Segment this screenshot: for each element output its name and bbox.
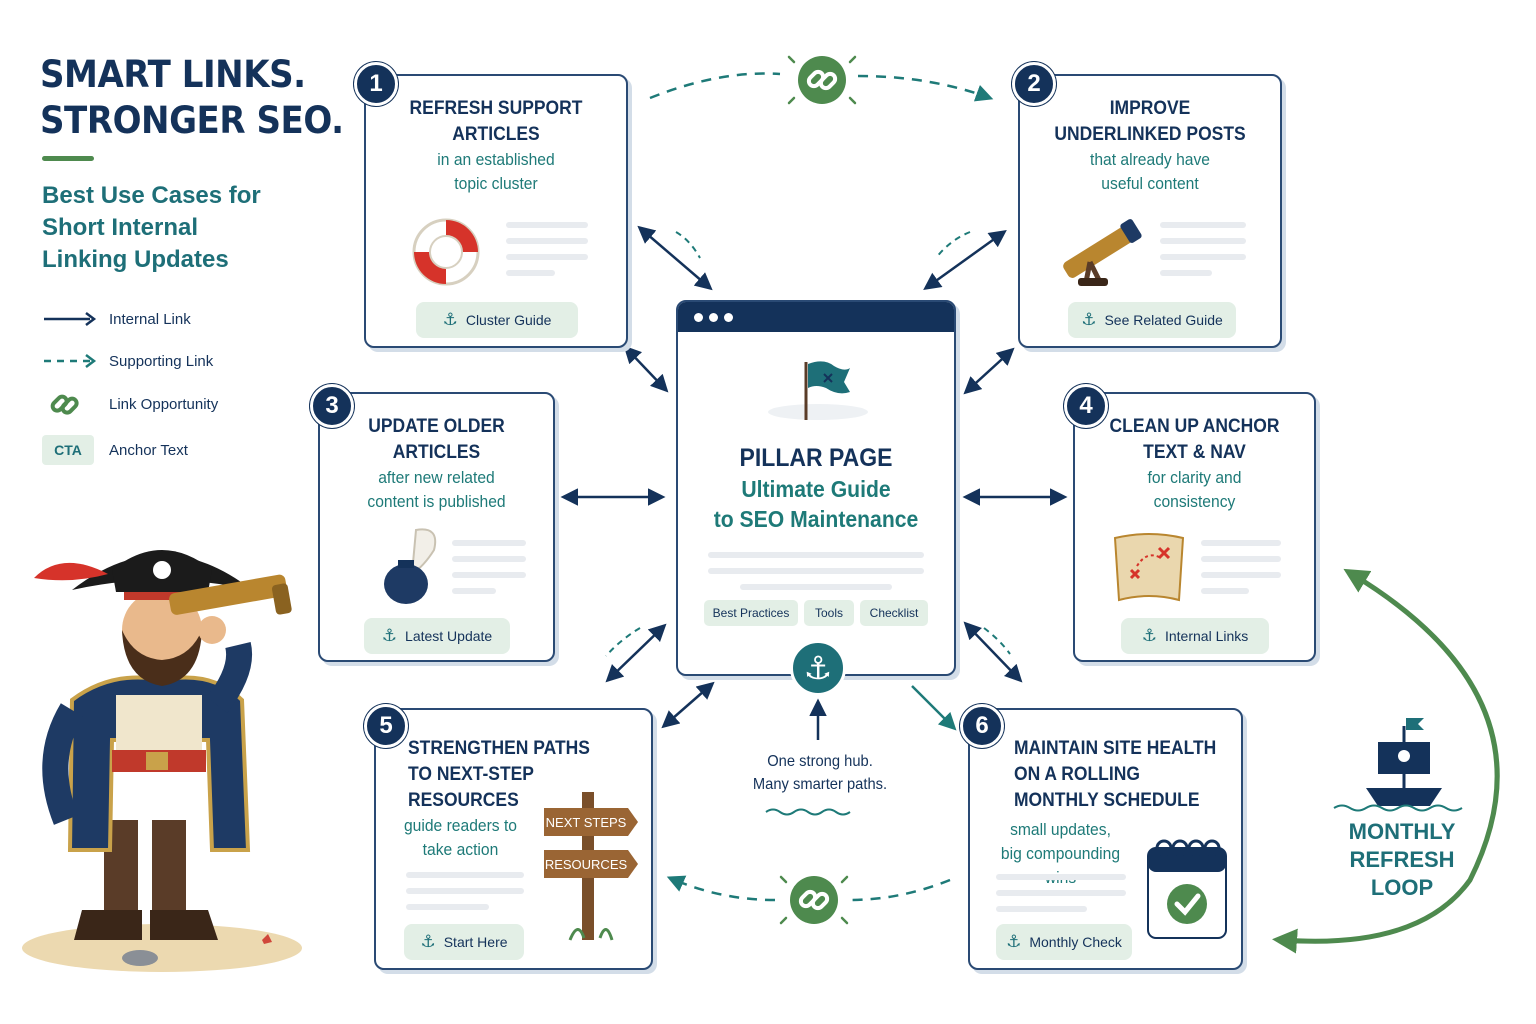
life-ring-icon — [412, 218, 480, 286]
pirate-captain-icon — [22, 550, 302, 972]
sign-resources: RESOURCES — [545, 857, 628, 872]
card-6-description: small updates, big compounding wins — [1000, 820, 1121, 887]
card-3-number-badge: 3 — [310, 384, 354, 428]
headline-line1: SMART LINKS. — [40, 53, 306, 96]
headline-line2: STRONGER SEO. — [40, 99, 344, 142]
card-5-description: guide readers to take action — [403, 816, 518, 859]
card-4-title: CLEAN UP ANCHOR TEXT & NAV — [1109, 416, 1280, 463]
telescope-icon — [1063, 219, 1142, 286]
internal-link-arrow — [637, 225, 713, 291]
legend-supporting-link-label: Supporting Link — [109, 352, 214, 370]
supporting-link-top-right — [857, 74, 994, 102]
internal-link-arrow — [661, 681, 715, 729]
window-dot — [694, 313, 703, 322]
calendar-check-icon — [1147, 839, 1227, 939]
anchor-icon: ⚓ — [420, 932, 436, 951]
sign-next-steps: NEXT STEPS — [546, 815, 627, 830]
subtitle: Best Use Cases for Short Internal Linkin… — [42, 182, 261, 273]
link-opportunity-icon — [787, 55, 857, 105]
card-update-older-articles: UPDATE OLDER ARTICLES after new related … — [318, 392, 555, 662]
supporting-link-bottom-right — [849, 878, 951, 902]
see-related-guide-button[interactable]: ⚓See Related Guide — [1068, 302, 1236, 338]
card-improve-underlinked-posts: IMPROVE UNDERLINKED POSTS that already h… — [1018, 74, 1282, 348]
flag-icon — [768, 361, 868, 420]
card-clean-up-anchor-text: CLEAN UP ANCHOR TEXT & NAV for clarity a… — [1073, 392, 1316, 662]
card-4-number-badge: 4 — [1064, 384, 1108, 428]
anchor-icon: ⚓ — [790, 640, 846, 696]
card-1-title: REFRESH SUPPORT ARTICLES — [409, 98, 583, 145]
hub-caption: One strong hub. Many smarter paths. — [752, 753, 888, 793]
tag-checklist[interactable]: Checklist — [860, 600, 928, 626]
pillar-subtitle-line2: to SEO Maintenance — [713, 506, 919, 532]
card-5-title: STRENGTHEN PATHS TO NEXT-STEP RESOURCES — [408, 738, 590, 811]
internal-link-arrow — [605, 623, 667, 683]
card-5-number-badge: 5 — [364, 704, 408, 748]
monthly-refresh-loop-label: MONTHLY REFRESH LOOP — [1348, 819, 1456, 900]
pirate-ship-icon — [1333, 718, 1463, 812]
anchor-icon: ⚓ — [1081, 310, 1097, 329]
legend-supporting-link: Supporting Link — [42, 346, 213, 376]
internal-link-arrow — [923, 229, 1007, 291]
legend-anchor-text-label: Anchor Text — [109, 441, 188, 459]
card-3-description: after new related content is published — [367, 468, 506, 511]
card-1-description: in an established topic cluster — [437, 150, 555, 193]
window-dot — [709, 313, 718, 322]
headline: SMART LINKS. STRONGER SEO. — [40, 52, 344, 144]
card-6-number-badge: 6 — [960, 704, 1004, 748]
card-4-description: for clarity and consistency — [1147, 468, 1242, 511]
signpost-icon: NEXT STEPS RESOURCES — [544, 792, 638, 941]
supporting-link-arrow — [911, 685, 957, 731]
legend-internal-link: Internal Link — [42, 304, 191, 334]
treasure-map-icon — [1113, 533, 1185, 602]
card-maintain-site-health: MAINTAIN SITE HEALTH ON A ROLLING MONTHL… — [968, 708, 1243, 970]
supporting-link-bottom-left — [666, 875, 776, 902]
window-dot — [724, 313, 733, 322]
anchor-icon: ⚓ — [1141, 626, 1157, 645]
pillar-heading: PILLAR PAGE Ultimate Guide to SEO Mainte… — [689, 442, 943, 534]
tag-best-practices[interactable]: Best Practices — [704, 600, 798, 626]
legend-link-opportunity-label: Link Opportunity — [109, 395, 219, 413]
supporting-link-top — [649, 72, 781, 100]
start-here-button[interactable]: ⚓Start Here — [404, 924, 524, 960]
internal-link-arrow — [963, 347, 1015, 395]
pillar-title: PILLAR PAGE — [739, 444, 893, 472]
card-refresh-support-articles: REFRESH SUPPORT ARTICLES in an establish… — [364, 74, 628, 348]
legend-internal-link-label: Internal Link — [109, 310, 191, 328]
chain-link-icon — [50, 394, 79, 415]
internal-link-arrow — [623, 345, 669, 393]
legend-link-opportunity: Link Opportunity — [42, 389, 218, 419]
pillar-subtitle-line1: Ultimate Guide — [741, 476, 891, 502]
link-opportunity-icon — [779, 875, 849, 925]
pillar-page-window: PILLAR PAGE Ultimate Guide to SEO Mainte… — [676, 300, 956, 696]
card-strengthen-paths: STRENGTHEN PATHS TO NEXT-STEP RESOURCES … — [374, 708, 653, 970]
inkwell-icon — [384, 528, 437, 604]
internal-link-arrow — [963, 621, 1023, 683]
anchor-icon: ⚓ — [442, 310, 458, 329]
latest-update-button[interactable]: ⚓Latest Update — [364, 618, 510, 654]
legend-anchor-text: CTA Anchor Text — [42, 435, 188, 465]
tag-tools[interactable]: Tools — [804, 600, 854, 626]
anchor-icon: ⚓ — [381, 626, 398, 645]
card-2-title: IMPROVE UNDERLINKED POSTS — [1054, 98, 1246, 145]
refresh-loop-arc — [1272, 568, 1500, 954]
anchor-icon: ⚓ — [1006, 932, 1022, 951]
card-3-title: UPDATE OLDER ARTICLES — [368, 416, 505, 463]
internal-links-button[interactable]: ⚓Internal Links — [1121, 618, 1269, 654]
cluster-guide-button[interactable]: ⚓Cluster Guide — [416, 302, 578, 338]
card-2-number-badge: 2 — [1012, 62, 1056, 106]
cta-chip: CTA — [42, 435, 94, 465]
card-2-description: that already have useful content — [1089, 150, 1210, 193]
headline-divider — [42, 156, 94, 161]
card-6-title: MAINTAIN SITE HEALTH ON A ROLLING MONTHL… — [1014, 738, 1217, 811]
card-1-number-badge: 1 — [354, 62, 398, 106]
monthly-check-button[interactable]: ⚓Monthly Check — [996, 924, 1132, 960]
window-titlebar — [678, 302, 954, 332]
